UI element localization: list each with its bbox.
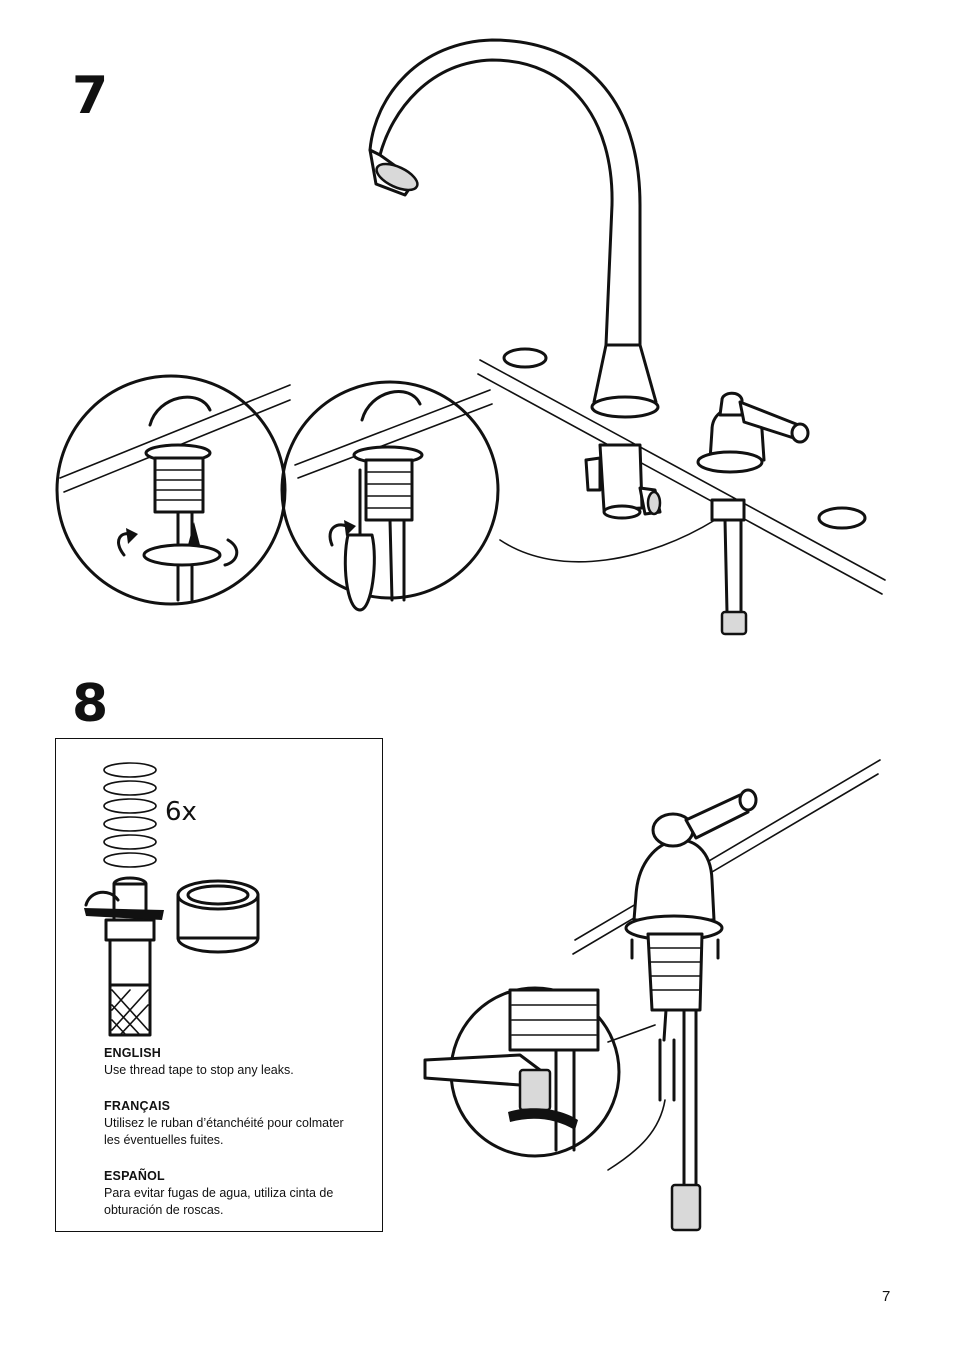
page-number: 7 (882, 1288, 891, 1305)
step-7-number: 7 (72, 66, 108, 126)
detail-circle-left (55, 374, 291, 606)
language-heading: ESPAÑOL (104, 1169, 165, 1183)
thread-tape-illustration (84, 762, 260, 1037)
handle-connection-illustration (423, 759, 881, 1232)
instruction-french: FRANÇAIS Utilisez le ruban d’étanchéité … (104, 1098, 344, 1149)
language-heading: ENGLISH (104, 1046, 161, 1060)
wrap-count: 6x (165, 797, 197, 827)
thread-tape-instruction-box (55, 738, 383, 1232)
instruction-text: Utilisez le ruban d’étanchéité pour colm… (104, 1116, 344, 1147)
instruction-text: Para evitar fugas de agua, utiliza cinta… (104, 1186, 334, 1217)
instruction-text: Use thread tape to stop any leaks. (104, 1063, 294, 1077)
instruction-english: ENGLISH Use thread tape to stop any leak… (104, 1045, 344, 1079)
detail-circle-right (280, 380, 500, 612)
step-8-number: 8 (72, 674, 108, 734)
instruction-spanish: ESPAÑOL Para evitar fugas de agua, utili… (104, 1168, 344, 1219)
faucet-illustration (368, 38, 886, 636)
language-heading: FRANÇAIS (104, 1099, 171, 1113)
